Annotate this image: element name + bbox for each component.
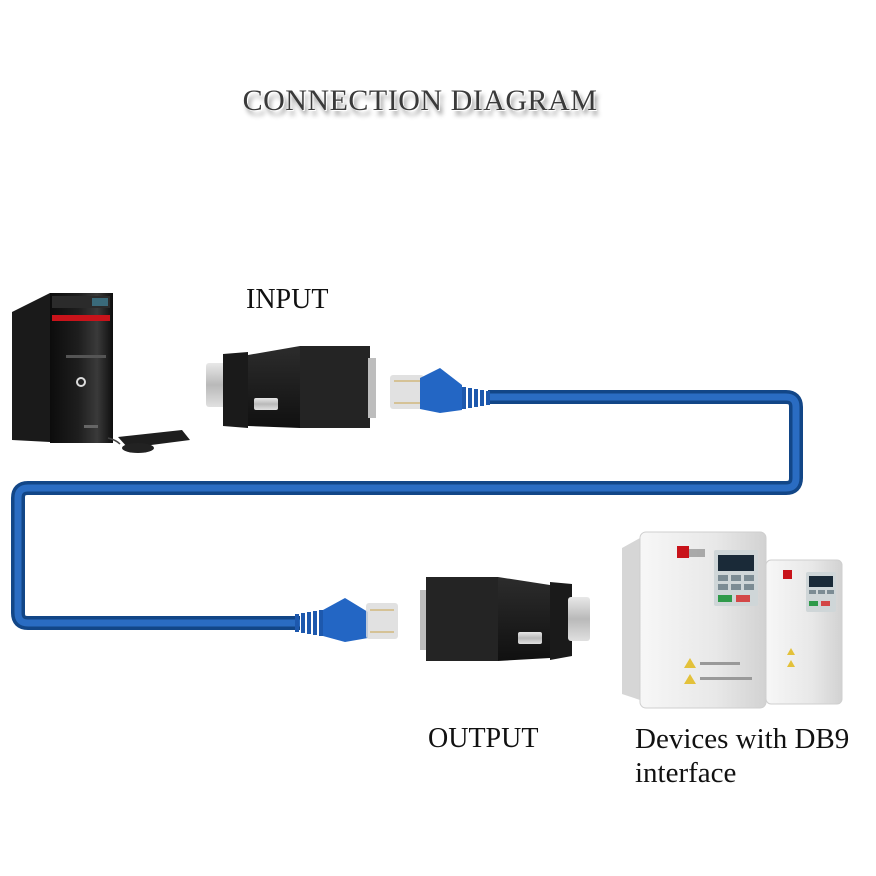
devices-label: Devices with DB9 interface [635, 722, 849, 790]
output-rj45-plug-icon [295, 598, 398, 642]
computer-red-stripe [52, 315, 110, 321]
input-adapter-icon [206, 346, 376, 428]
devices-label-line1: Devices with DB9 [635, 723, 850, 755]
computer-icon [12, 293, 190, 453]
mouse-icon [122, 443, 154, 453]
large-device-icon [622, 531, 767, 709]
db9-connector-icon [206, 363, 228, 407]
diagram-title-text: CONNECTION DIAGRAM [242, 84, 598, 117]
input-label: INPUT [246, 284, 329, 315]
output-label: OUTPUT [428, 723, 539, 754]
output-adapter-icon [420, 577, 590, 661]
input-rj45-plug-icon [390, 368, 490, 413]
diagram-title: CONNECTION DIAGRAM [0, 84, 876, 118]
db9-connector-icon [568, 597, 590, 641]
devices-label-line2: interface [635, 757, 737, 789]
small-device-icon [765, 559, 843, 705]
